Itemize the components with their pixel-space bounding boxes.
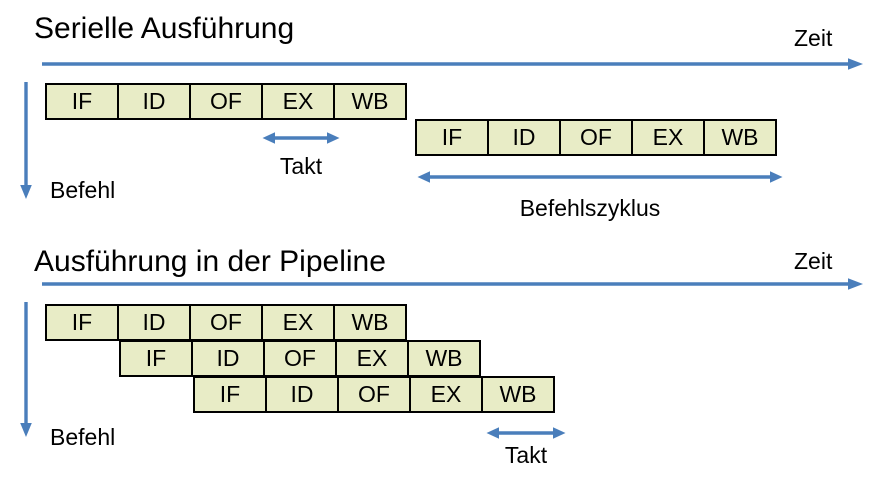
stage-cell: OF <box>337 376 411 413</box>
section2-takt-label: Takt <box>504 442 548 468</box>
stage-cell: ID <box>191 340 265 377</box>
stage-cell: EX <box>335 340 409 377</box>
section1-takt-range-arrow <box>262 132 340 144</box>
section1-cycle-label: Befehlszyklus <box>519 195 661 221</box>
section1-time-axis-arrow <box>42 58 863 70</box>
section2-instruction-label: Befehl <box>50 424 116 450</box>
section2-instruction-axis-arrow <box>20 302 32 437</box>
section1-instruction-label: Befehl <box>50 177 116 203</box>
stage-cell: OF <box>263 340 337 377</box>
stage-cell: WB <box>333 83 407 120</box>
stage-cell: EX <box>261 83 335 120</box>
stage-cell: IF <box>415 119 489 156</box>
stage-cell: WB <box>333 304 407 341</box>
stage-cell: ID <box>117 83 191 120</box>
stage-cell: IF <box>193 376 267 413</box>
stage-cell: WB <box>703 119 777 156</box>
section2-instruction3-row: IF ID OF EX WB <box>193 376 555 413</box>
stage-cell: EX <box>409 376 483 413</box>
stage-cell: OF <box>189 83 263 120</box>
section1-instruction1-row: IF ID OF EX WB <box>45 83 407 120</box>
section2-instruction2-row: IF ID OF EX WB <box>119 340 481 377</box>
section1-instruction-axis-arrow <box>20 82 32 199</box>
stage-cell: EX <box>631 119 705 156</box>
section2-takt-range-arrow <box>486 427 566 439</box>
stage-cell: IF <box>45 83 119 120</box>
stage-cell: ID <box>487 119 561 156</box>
section1-instruction2-row: IF ID OF EX WB <box>415 119 777 156</box>
section1-takt-label: Takt <box>279 153 323 179</box>
stage-cell: IF <box>45 304 119 341</box>
section2-time-axis-arrow <box>42 278 863 290</box>
stage-cell: OF <box>559 119 633 156</box>
stage-cell: ID <box>265 376 339 413</box>
stage-cell: WB <box>481 376 555 413</box>
stage-cell: IF <box>119 340 193 377</box>
section2-title: Ausführung in der Pipeline <box>34 245 386 278</box>
section1-cycle-range-arrow <box>417 171 783 183</box>
stage-cell: WB <box>407 340 481 377</box>
stage-cell: EX <box>261 304 335 341</box>
stage-cell: ID <box>117 304 191 341</box>
section2-time-label: Zeit <box>794 248 833 274</box>
section1-time-label: Zeit <box>794 25 833 51</box>
section2-instruction1-row: IF ID OF EX WB <box>45 304 407 341</box>
stage-cell: OF <box>189 304 263 341</box>
section1-title: Serielle Ausführung <box>34 12 295 45</box>
